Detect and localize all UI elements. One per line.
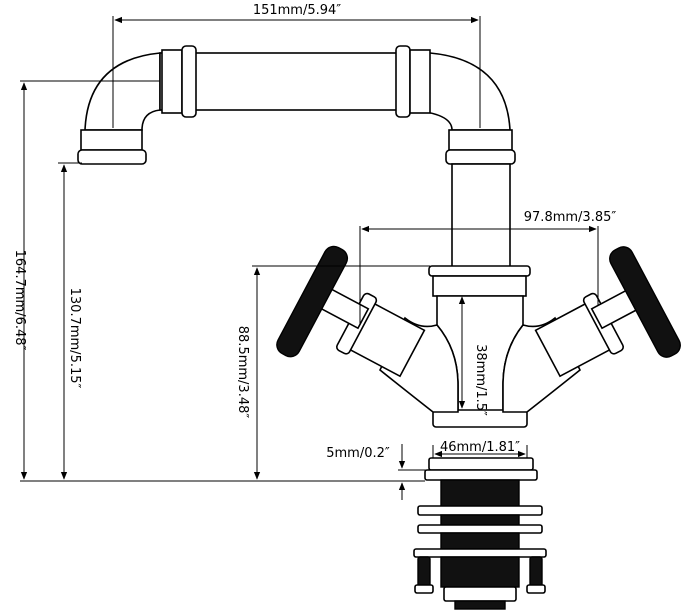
faucet-outline: [77, 45, 681, 610]
base-diameter-label: 46mm/1.81″: [440, 440, 520, 455]
spout-height-label: 130.7mm/5.15″: [67, 288, 82, 389]
spout-width-label: 151mm/5.94″: [253, 3, 341, 18]
body-height-label: 38mm/1.5″: [473, 344, 488, 416]
plate-thickness-label: 5mm/0.2″: [326, 446, 390, 461]
dimension-lines: [20, 16, 599, 500]
handle-span-label: 97.8mm/3.85″: [524, 210, 617, 225]
total-height-label: 164.7mm/6.48″: [12, 250, 27, 351]
handle-height-label: 88.5mm/3.48″: [235, 326, 250, 419]
